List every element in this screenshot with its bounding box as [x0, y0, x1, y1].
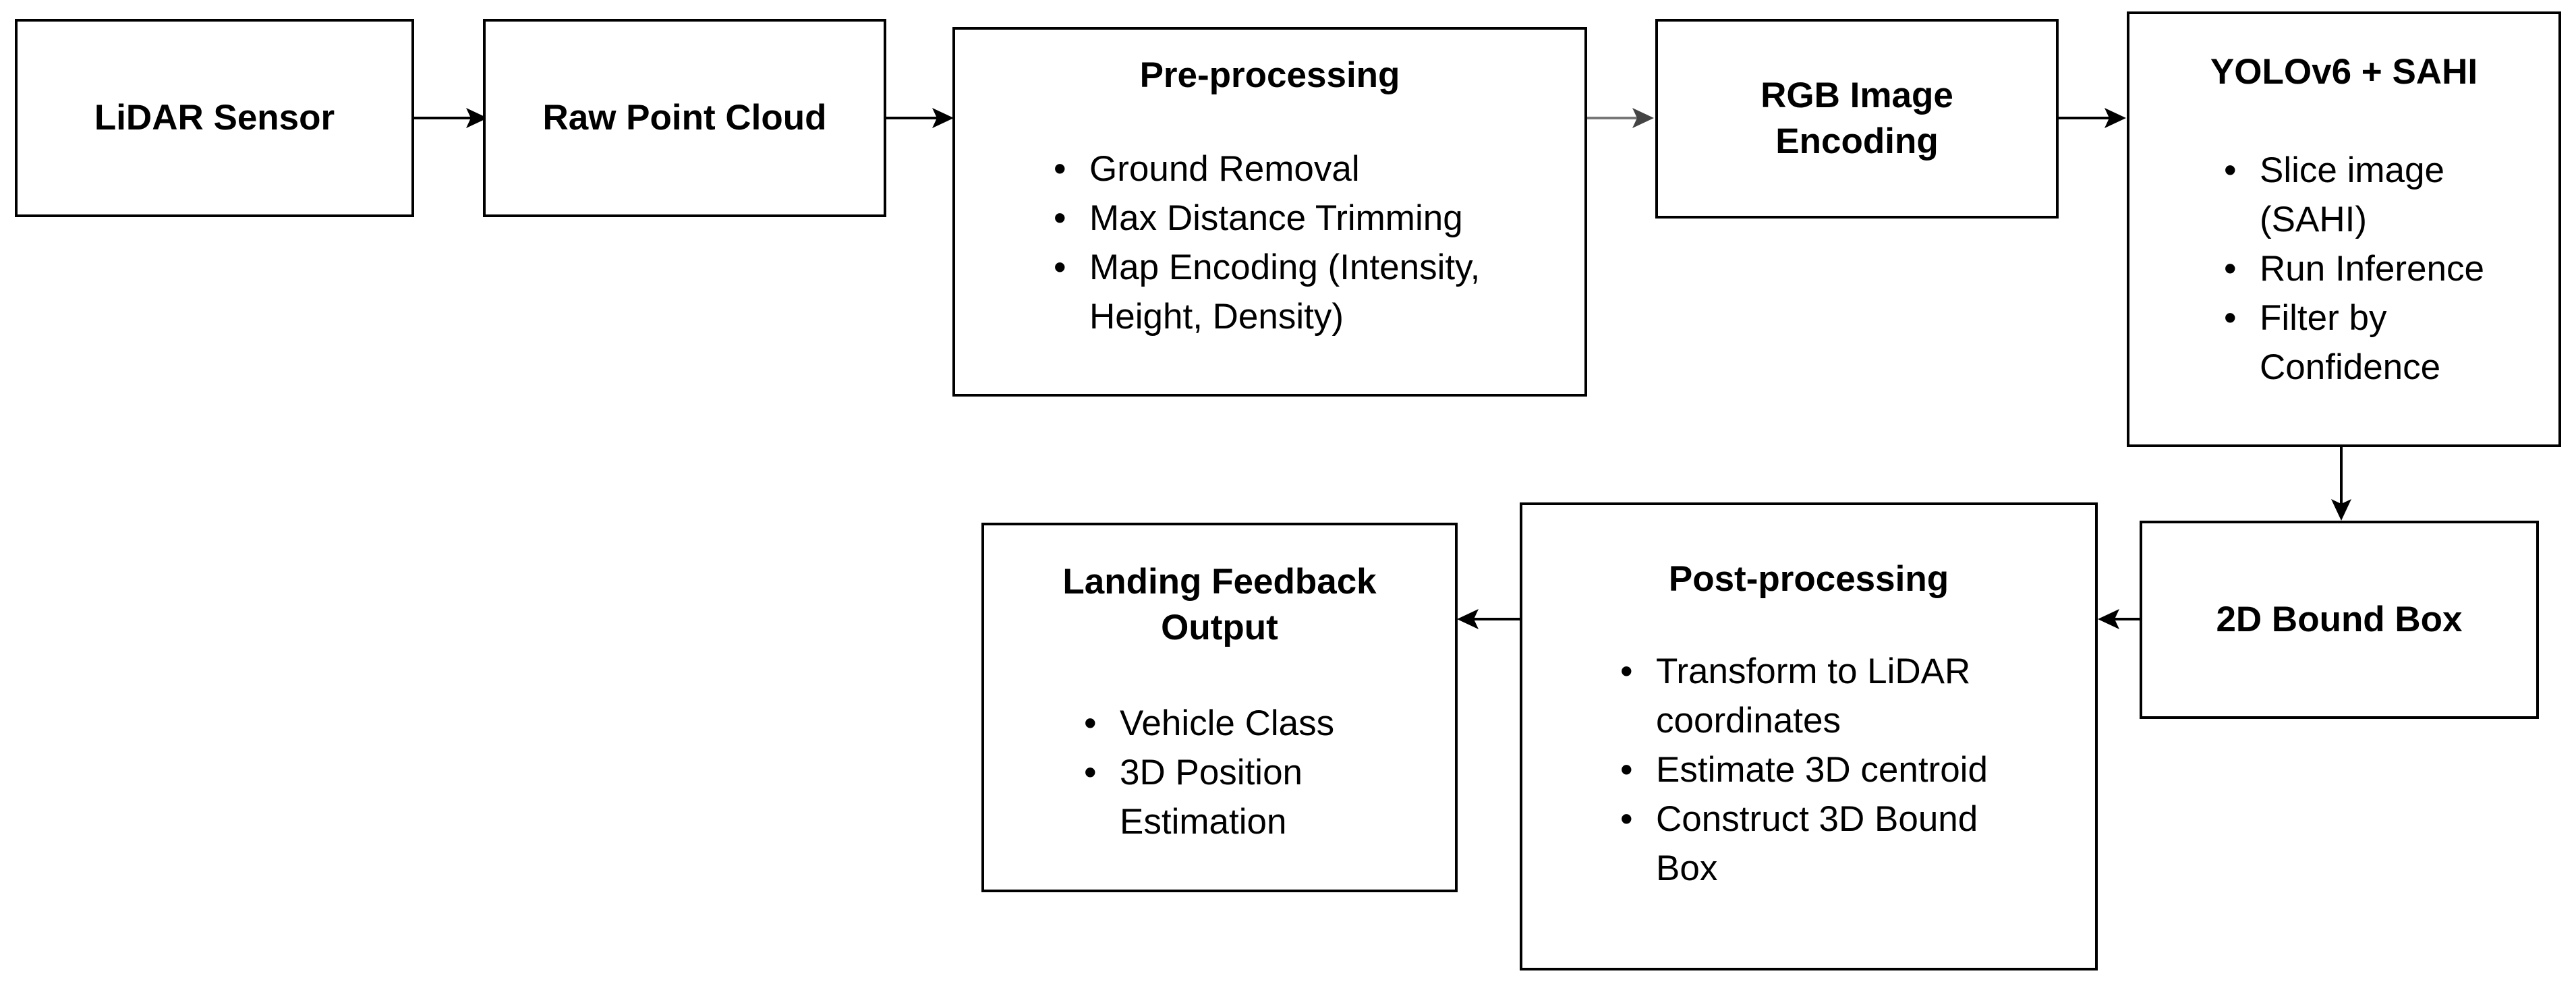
list-item: Slice image (SAHI)	[2224, 146, 2489, 244]
arrowhead-pre	[932, 108, 954, 128]
list-item: Construct 3D Bound Box	[1620, 794, 2047, 893]
list-item: Max Distance Trimming	[1054, 194, 1566, 243]
rgb-title-line1: RGB Image	[1761, 76, 1953, 115]
list-item: 3D Position Estimation	[1084, 748, 1349, 846]
list-item: Transform to LiDAR coordinates	[1620, 647, 2061, 745]
landing-title-line2: Output	[1161, 608, 1278, 647]
node-2d-bound-box-title: 2D Bound Box	[2216, 600, 2463, 639]
list-item: Estimate 3D centroid	[1620, 745, 2079, 794]
node-raw-point-cloud-title: Raw Point Cloud	[542, 98, 827, 138]
node-yolo-sahi: YOLOv6 + SAHI Slice image (SAHI) Run Inf…	[2127, 11, 2561, 447]
rgb-title-line2: Encoding	[1775, 121, 1939, 161]
arrowhead-post	[2098, 609, 2119, 629]
list-item: Vehicle Class	[1084, 699, 1421, 748]
node-yolo-sahi-title: YOLOv6 + SAHI	[2210, 52, 2478, 92]
list-item: Ground Removal	[1054, 144, 1566, 194]
node-post-processing-title: Post-processing	[1668, 559, 1949, 599]
node-lidar-sensor: LiDAR Sensor	[15, 19, 414, 217]
arrowhead-rgb	[1632, 108, 1654, 128]
arrowhead-2d	[2331, 499, 2351, 521]
node-landing-feedback-output: Landing Feedback Output Vehicle Class 3D…	[981, 523, 1458, 892]
node-rgb-image-encoding: RGB Image Encoding	[1655, 19, 2059, 219]
node-raw-point-cloud: Raw Point Cloud	[483, 19, 886, 217]
list-item: Filter by Confidence	[2224, 293, 2489, 392]
node-pre-processing-title: Pre-processing	[1139, 55, 1400, 95]
list-item: Run Inference	[2224, 244, 2541, 293]
post-processing-list: Transform to LiDAR coordinates Estimate …	[1620, 647, 2079, 893]
node-rgb-image-encoding-title: RGB Image Encoding	[1761, 73, 1953, 165]
node-pre-processing: Pre-processing Ground Removal Max Distan…	[952, 27, 1587, 397]
node-post-processing: Post-processing Transform to LiDAR coord…	[1520, 502, 2098, 970]
node-lidar-sensor-title: LiDAR Sensor	[94, 98, 335, 138]
yolo-sahi-list: Slice image (SAHI) Run Inference Filter …	[2224, 146, 2541, 392]
arrowhead-raw	[466, 108, 488, 128]
landing-output-list: Vehicle Class 3D Position Estimation	[1084, 699, 1421, 846]
arrowhead-landing	[1457, 609, 1479, 629]
node-landing-feedback-output-title: Landing Feedback Output	[984, 559, 1455, 651]
list-item: Map Encoding (Intensity, Height, Density…	[1054, 243, 1555, 341]
pre-processing-list: Ground Removal Max Distance Trimming Map…	[1054, 144, 1566, 341]
arrowhead-yolo	[2105, 108, 2126, 128]
node-2d-bound-box: 2D Bound Box	[2140, 521, 2539, 719]
landing-title-line1: Landing Feedback	[1062, 562, 1377, 602]
